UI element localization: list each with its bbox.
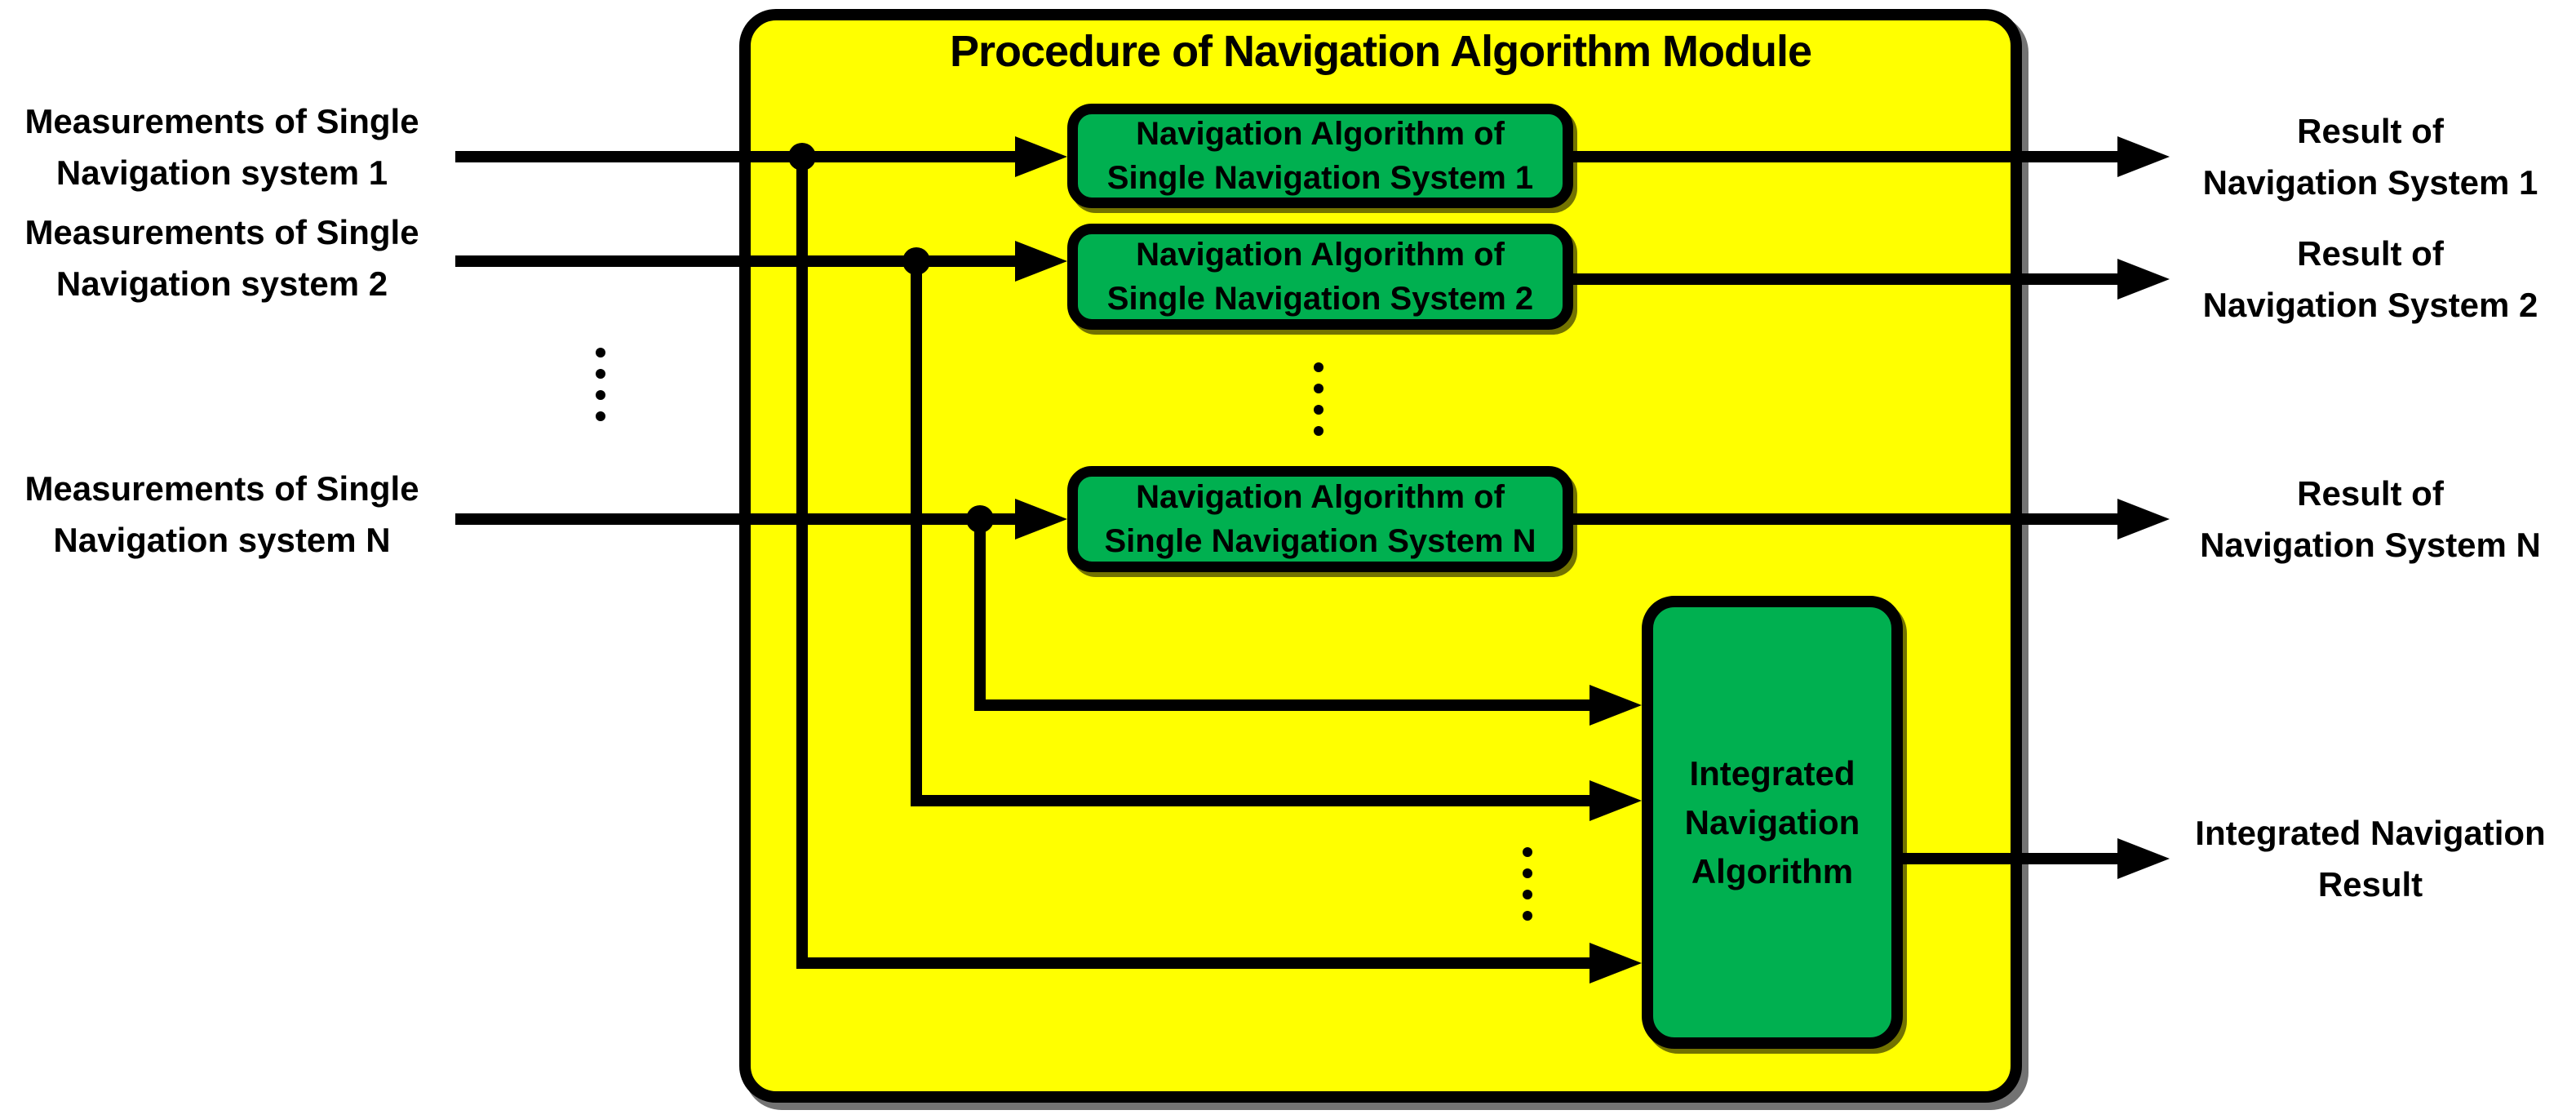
- arrowhead-integrated-input-middle: [1589, 780, 1642, 821]
- algorithm-box-2: Navigation Algorithm of Single Navigatio…: [1067, 224, 1573, 330]
- algorithm-box-1-line1: Navigation Algorithm of: [1136, 116, 1505, 152]
- arrowhead-input-2: [1015, 241, 1067, 282]
- output-label-2-line1: Result of: [2297, 234, 2444, 273]
- arrowhead-integrated-input-bottom: [1589, 943, 1642, 984]
- output-label-integrated-line1: Integrated Navigation: [2195, 814, 2546, 852]
- integrated-algorithm-box: Integrated Navigation Algorithm: [1642, 596, 1903, 1049]
- input-label-2-line2: Navigation system 2: [55, 264, 388, 303]
- integrated-box-line3: Algorithm: [1691, 851, 1854, 890]
- junction-dot-2: [902, 247, 930, 275]
- algorithm-box-1: Navigation Algorithm of Single Navigatio…: [1067, 104, 1573, 208]
- page-title: Procedure of Navigation Algorithm Module: [949, 27, 1812, 76]
- algorithm-box-n: Navigation Algorithm of Single Navigatio…: [1067, 466, 1573, 572]
- vertical-ellipsis-integrated-inputs: [1523, 847, 1532, 921]
- input-label-n: Measurements of Single Navigation system…: [10, 463, 434, 566]
- input-label-1-line2: Navigation system 1: [55, 153, 388, 192]
- vertical-ellipsis-algorithms: [1314, 362, 1323, 436]
- junction-dot-1: [788, 143, 816, 171]
- arrowhead-input-n: [1015, 499, 1067, 540]
- arrowhead-output-2: [2117, 259, 2170, 300]
- output-label-n: Result of Navigation System N: [2170, 468, 2570, 571]
- output-label-n-line2: Navigation System N: [2200, 526, 2541, 564]
- input-label-n-line1: Measurements of Single: [24, 469, 419, 508]
- output-label-integrated-line2: Result: [2317, 865, 2423, 904]
- arrowhead-integrated-input-top: [1589, 685, 1642, 726]
- input-label-n-line2: Navigation system N: [53, 521, 391, 559]
- input-label-1: Measurements of Single Navigation system…: [10, 95, 434, 198]
- arrowhead-input-1: [1015, 136, 1067, 177]
- output-label-integrated: Integrated Navigation Result: [2170, 807, 2570, 910]
- arrowhead-output-1: [2117, 136, 2170, 177]
- output-label-1: Result of Navigation System 1: [2170, 105, 2570, 208]
- branch-line-2: [911, 261, 1596, 806]
- integrated-box-line2: Navigation: [1684, 802, 1860, 841]
- algorithm-box-2-line2: Single Navigation System 2: [1106, 281, 1534, 317]
- algorithm-box-2-line1: Navigation Algorithm of: [1136, 237, 1505, 273]
- integrated-box-line1: Integrated: [1689, 753, 1856, 793]
- output-label-1-line1: Result of: [2297, 112, 2444, 150]
- output-label-2-line2: Navigation System 2: [2202, 286, 2538, 324]
- output-label-2: Result of Navigation System 2: [2170, 228, 2570, 331]
- algorithm-box-1-line2: Single Navigation System 1: [1106, 160, 1534, 196]
- arrowhead-output-integrated: [2117, 838, 2170, 879]
- junction-dot-n: [966, 505, 994, 533]
- input-label-1-line1: Measurements of Single: [24, 102, 419, 140]
- branch-line-n: [974, 519, 1596, 711]
- arrowhead-output-n: [2117, 499, 2170, 540]
- output-label-1-line2: Navigation System 1: [2202, 163, 2538, 202]
- input-label-2: Measurements of Single Navigation system…: [10, 206, 434, 309]
- algorithm-box-n-line1: Navigation Algorithm of: [1136, 479, 1505, 515]
- input-label-2-line1: Measurements of Single: [24, 213, 419, 251]
- output-label-n-line1: Result of: [2297, 474, 2444, 513]
- branch-line-1: [796, 157, 1596, 969]
- algorithm-box-n-line2: Single Navigation System N: [1104, 523, 1536, 559]
- vertical-ellipsis-inputs: [596, 348, 605, 421]
